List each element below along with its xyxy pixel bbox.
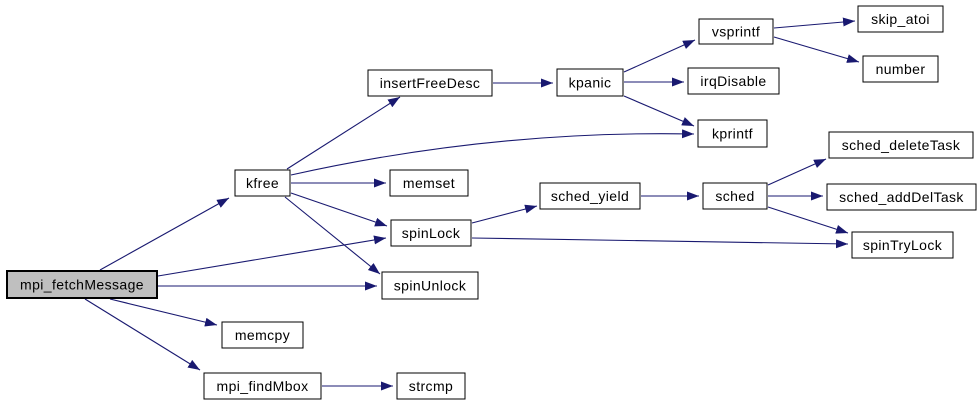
edge-kfree-to-kprintf — [290, 129, 695, 176]
node-spinUnlock-label: spinUnlock — [394, 278, 467, 294]
edge-mpi_fetchMessage-to-mpi_findMbox — [84, 298, 201, 371]
node-memset-box[interactable] — [389, 169, 469, 197]
edge-kpanic-to-kprintf — [623, 95, 695, 127]
node-vsprintf-box[interactable] — [698, 18, 774, 45]
node-mpi_findMbox-box[interactable] — [203, 372, 322, 400]
node-memcpy-box[interactable] — [221, 321, 304, 349]
node-sched_yield[interactable]: sched_yield — [539, 182, 641, 210]
node-kfree-box[interactable] — [234, 169, 291, 197]
node-sched_addDelTask-box[interactable] — [826, 183, 977, 211]
edge-mpi_fetchMessage-to-memcpy — [109, 298, 218, 327]
node-mpi_findMbox-label: mpi_findMbox — [217, 378, 309, 394]
node-memcpy-label: memcpy — [235, 327, 290, 343]
node-irqDisable-label: irqDisable — [700, 73, 766, 89]
node-mpi_fetchMessage-label: mpi_fetchMessage — [20, 277, 144, 293]
edge-sched-to-spinTryLock — [767, 206, 849, 234]
node-kprintf-label: kprintf — [712, 126, 753, 142]
node-kprintf-box[interactable] — [697, 119, 768, 148]
edge-kfree-to-spinLock — [290, 192, 388, 227]
node-spinLock-box[interactable] — [390, 219, 472, 247]
node-kfree-label: kfree — [246, 175, 279, 191]
node-sched_deleteTask-label: sched_deleteTask — [842, 137, 961, 153]
node-spinTryLock[interactable]: spinTryLock — [851, 231, 954, 259]
node-sched_addDelTask[interactable]: sched_addDelTask — [826, 183, 977, 211]
node-spinLock[interactable]: spinLock — [390, 219, 472, 247]
node-spinUnlock[interactable]: spinUnlock — [381, 271, 479, 300]
edge-spinLock-to-sched_yield — [471, 204, 538, 224]
node-sched-label: sched — [715, 188, 754, 204]
node-number[interactable]: number — [862, 55, 939, 83]
edge-mpi_fetchMessage-to-spinLock — [157, 235, 387, 277]
node-sched-box[interactable] — [702, 182, 768, 210]
node-skip_atoi-box[interactable] — [857, 5, 944, 33]
edge-sched-to-sched_deleteTask — [767, 158, 827, 186]
node-mpi_fetchMessage-box[interactable] — [6, 270, 158, 299]
node-sched_yield-label: sched_yield — [551, 188, 629, 204]
edge-spinLock-to-spinTryLock — [471, 237, 849, 249]
node-strcmp-box[interactable] — [396, 372, 466, 400]
node-skip_atoi[interactable]: skip_atoi — [857, 5, 944, 33]
node-kprintf[interactable]: kprintf — [697, 119, 768, 148]
node-memset[interactable]: memset — [389, 169, 469, 197]
node-sched_yield-box[interactable] — [539, 182, 641, 210]
node-insertFreeDesc-label: insertFreeDesc — [380, 75, 481, 91]
node-spinTryLock-box[interactable] — [851, 231, 954, 259]
node-memcpy[interactable]: memcpy — [221, 321, 304, 349]
node-kpanic-box[interactable] — [556, 68, 624, 97]
edge-vsprintf-to-number — [773, 36, 860, 63]
node-mpi_findMbox[interactable]: mpi_findMbox — [203, 372, 322, 400]
node-sched_deleteTask-box[interactable] — [828, 131, 974, 159]
node-kfree[interactable]: kfree — [234, 169, 291, 197]
node-sched_addDelTask-label: sched_addDelTask — [839, 189, 964, 205]
node-vsprintf-label: vsprintf — [712, 24, 760, 40]
node-spinLock-label: spinLock — [402, 225, 461, 241]
node-number-label: number — [876, 61, 926, 77]
node-vsprintf[interactable]: vsprintf — [698, 18, 774, 45]
edge-mpi_fetchMessage-to-kfree — [99, 197, 230, 271]
node-kpanic[interactable]: kpanic — [556, 68, 624, 97]
edge-kpanic-to-vsprintf — [623, 39, 696, 73]
node-spinUnlock-box[interactable] — [381, 271, 479, 300]
node-spinTryLock-label: spinTryLock — [863, 237, 943, 253]
edge-kfree-to-insertFreeDesc — [286, 96, 401, 170]
node-sched[interactable]: sched — [702, 182, 768, 210]
edge-vsprintf-to-skip_atoi — [773, 17, 856, 29]
node-memset-label: memset — [403, 175, 455, 191]
node-strcmp-label: strcmp — [409, 378, 453, 394]
node-mpi_fetchMessage[interactable]: mpi_fetchMessage — [6, 270, 158, 299]
edge-kfree-to-spinUnlock — [284, 196, 381, 275]
node-skip_atoi-label: skip_atoi — [871, 11, 930, 27]
node-irqDisable-box[interactable] — [687, 67, 780, 95]
node-insertFreeDesc-box[interactable] — [367, 69, 493, 97]
node-irqDisable[interactable]: irqDisable — [687, 67, 780, 95]
node-insertFreeDesc[interactable]: insertFreeDesc — [367, 69, 493, 97]
node-kpanic-label: kpanic — [569, 75, 612, 91]
node-number-box[interactable] — [862, 55, 939, 83]
node-strcmp[interactable]: strcmp — [396, 372, 466, 400]
node-sched_deleteTask[interactable]: sched_deleteTask — [828, 131, 974, 159]
